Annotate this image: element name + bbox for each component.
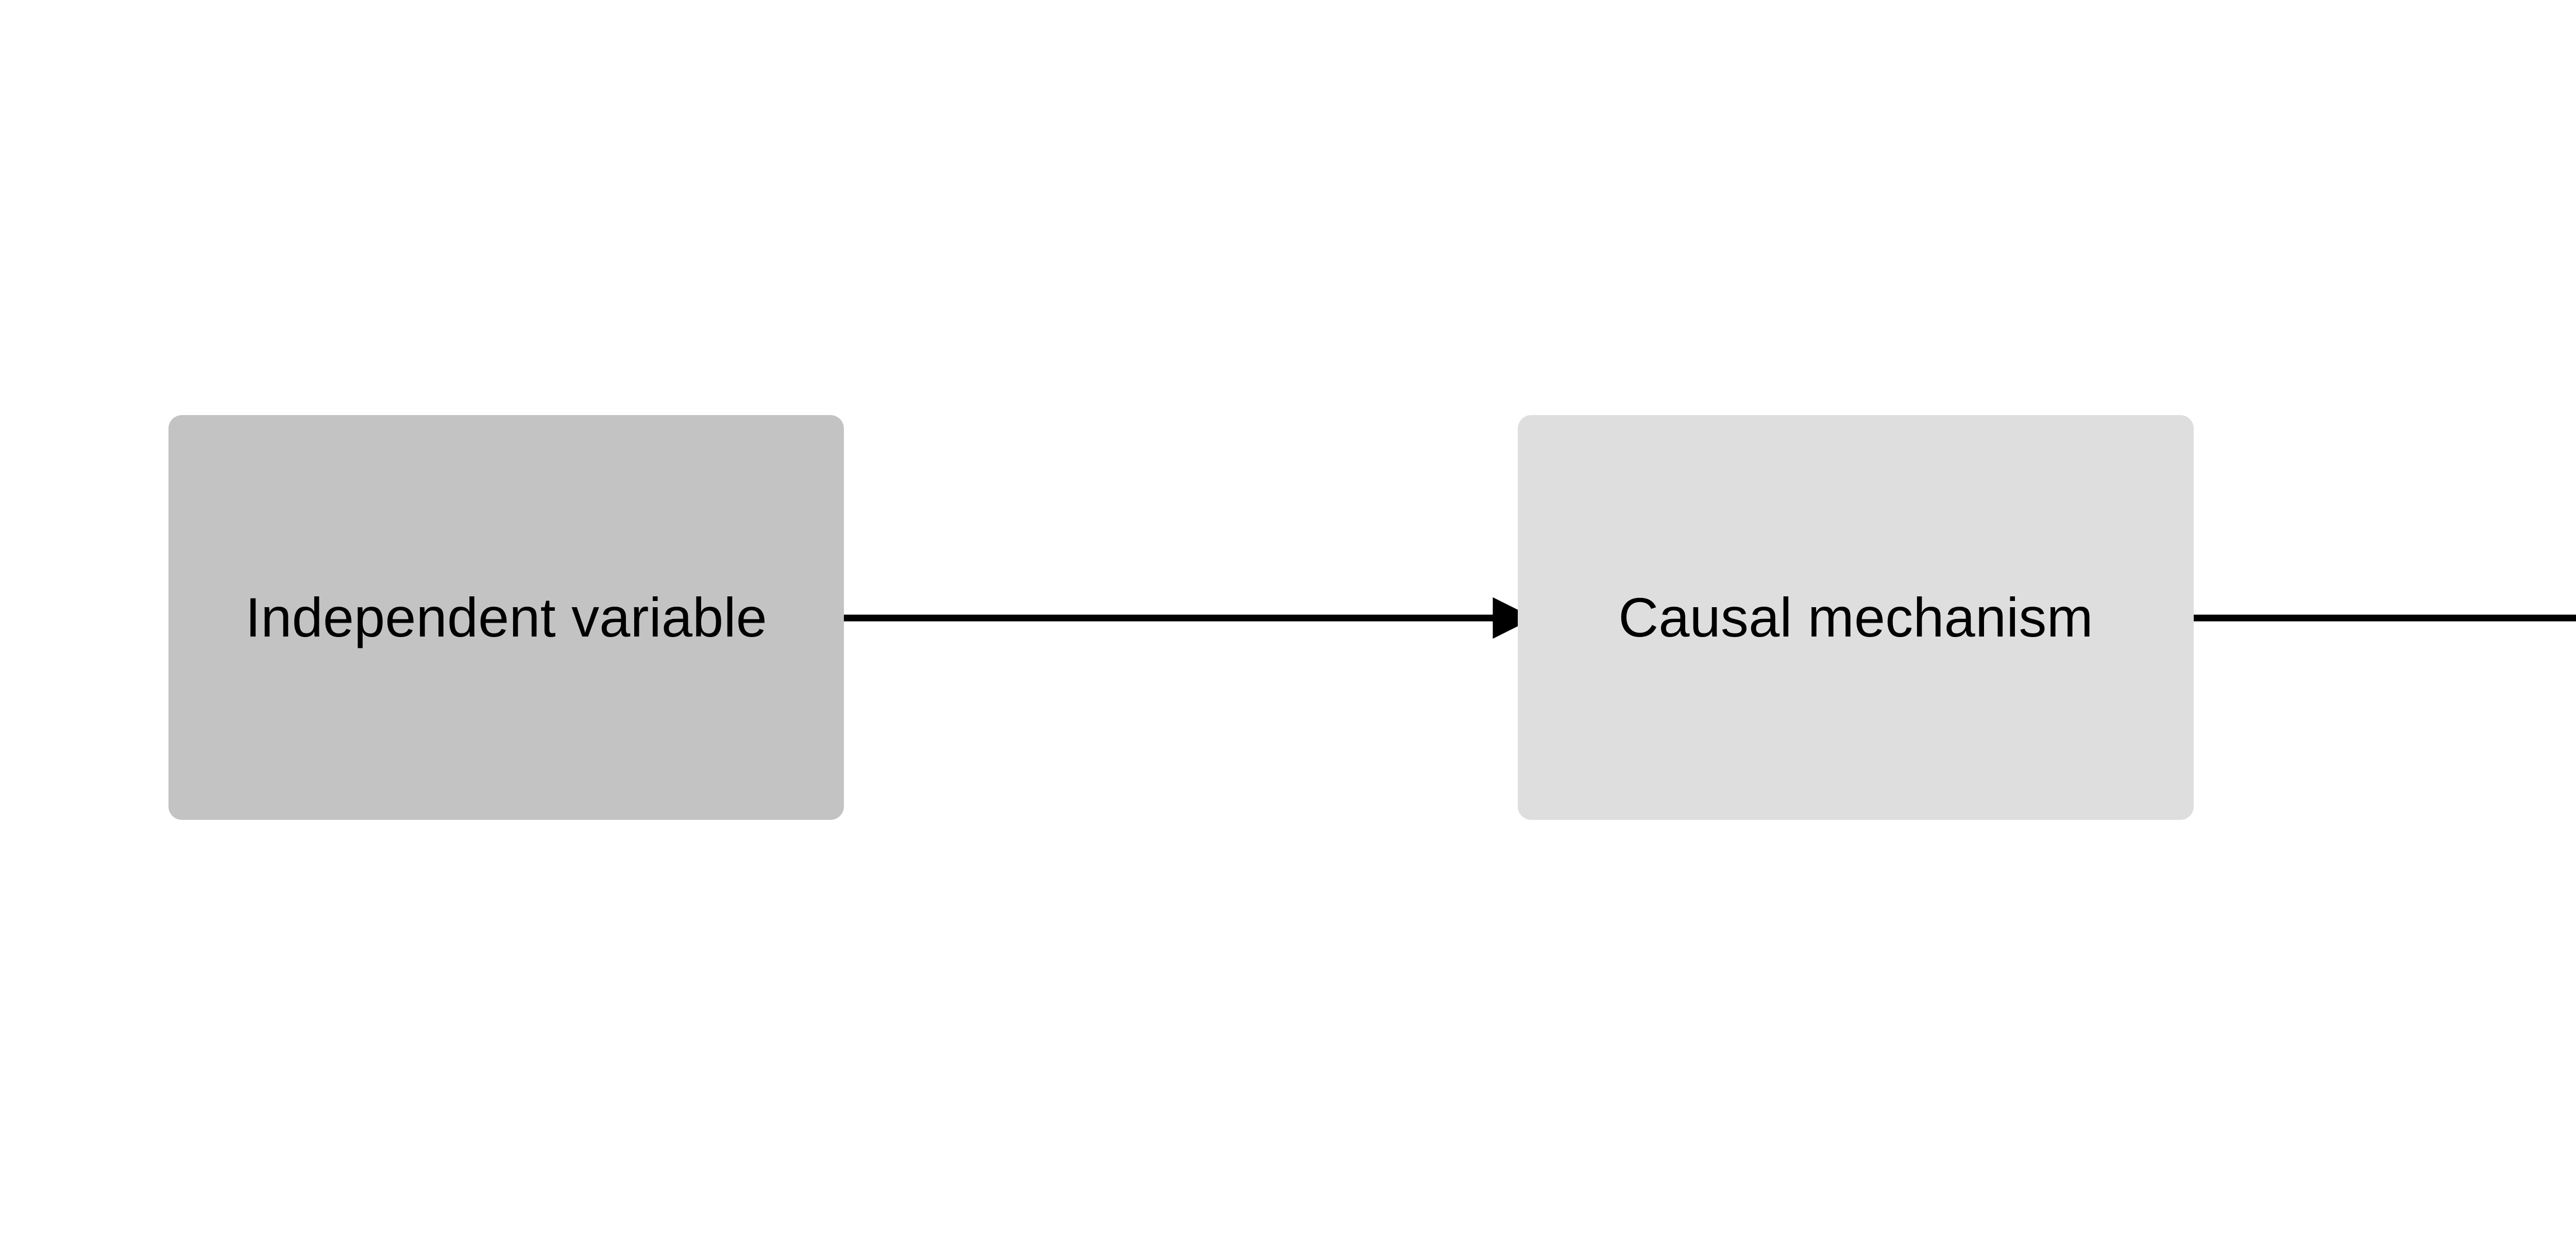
- node-causal-mechanism[interactable]: Causal mechanism: [1518, 415, 2194, 820]
- node-independent-variable[interactable]: Independent variable: [168, 415, 844, 820]
- node-label: Independent variable: [245, 586, 767, 648]
- node-label: Causal mechanism: [1618, 586, 2093, 648]
